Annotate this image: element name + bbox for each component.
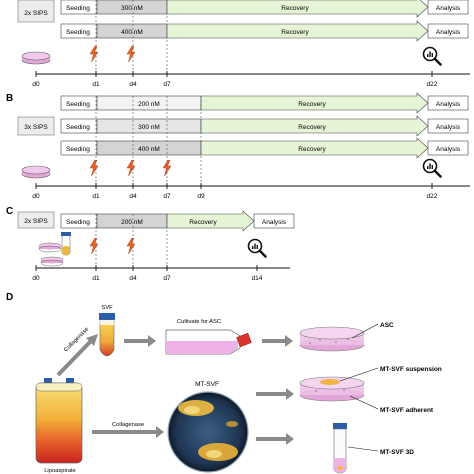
panel-b-letter: B [6,93,13,104]
panel-b-row-1-dose: 200 nM [138,101,160,108]
panel-c-seeding: Seeding [66,219,90,226]
arrow-to-3d [256,433,294,445]
panel-b-analysis-magnifier-icon [422,158,442,178]
arrow-to-svf [56,340,92,377]
panel-b-lightning-icon-d1 [89,160,99,176]
asc-dish-icon [299,326,365,352]
panel-c-day-d0: d0 [32,275,40,282]
panel-a-row-2-analysis: Analysis [436,29,461,36]
panel-c-dish-stack-icon [38,232,71,267]
mt-svf-label: MT-SVF [195,381,219,388]
lipoaspirate-container-icon [35,378,83,464]
panel-a: 2x SIPS Seeding 300 nM Recovery Analysis… [17,0,470,88]
panel-b-row-2: Seeding 300 nM Recovery Analysis [60,115,469,137]
panel-c-row: Seeding 200 nM Recovery Analysis [60,210,295,232]
panel-a-row-2-dose: 400 nM [121,29,143,36]
collagenase-label-1: Collagenase [63,326,90,353]
panel-c-day-d1: d1 [92,275,100,282]
panel-a-analysis-magnifier-icon [422,46,442,66]
panel-c-day-markers [95,214,168,268]
collagenase-label-2: Collagenase [112,422,144,428]
panel-c: C 2x SIPS Seeding 200 nM Recovery Analys… [6,206,295,282]
arrow-to-mt-svf [92,426,164,438]
panel-b-lightning-icon-d4 [126,160,136,176]
panel-b-day-d22: d22 [427,193,438,200]
lipoaspirate-label: Lipoaspirate [44,468,76,474]
panel-b-day-markers [95,96,202,186]
panel-c-day-d7: d7 [163,275,171,282]
panel-a-lightning-icon-d4 [126,46,136,62]
mt-svf-dish-icon [299,376,365,402]
arrow-to-flask [124,335,156,347]
panel-b-day-d0: d0 [32,193,40,200]
panel-a-group-box [17,0,55,23]
panel-b-row-2-dose: 300 nM [138,124,160,131]
panel-b-day-d4: d4 [129,193,137,200]
panel-b-row-3-analysis: Analysis [436,146,461,153]
panel-d: D Lipoaspirate Collagenase SVF Cultivate… [6,292,442,474]
panel-b-group-box [17,116,55,136]
panel-c-letter: C [6,206,13,217]
mt-svf-suspension-label: MT-SVF suspension [380,366,442,373]
svf-tube-icon [99,313,115,357]
panel-c-recovery: Recovery [189,219,217,226]
panel-a-day-d4: d4 [129,81,137,88]
panel-a-day-d22: d22 [427,81,438,88]
panel-c-lightning-icon-d1 [89,238,99,254]
panel-b-row-3-recovery: Recovery [298,146,326,153]
panel-a-day-d7: d7 [163,81,171,88]
panel-b-row-3-seeding: Seeding [66,146,90,153]
panel-c-dose: 200 nM [121,219,143,226]
panel-c-day-d14: d14 [252,275,263,282]
panel-b: B 3x SIPS Seeding 200 nM Recovery Analys… [6,92,470,200]
panel-a-row-1-analysis: Analysis [436,5,461,12]
arrow-to-suspension [256,388,294,400]
panel-b-row-2-seeding: Seeding [66,124,90,131]
panel-b-row-1-recovery: Recovery [298,101,326,108]
panel-b-row-2-analysis: Analysis [436,124,461,131]
panel-c-group-label: 2x SIPS [24,218,48,225]
panel-a-lightning-icon-d1 [89,46,99,62]
panel-b-row-3: Seeding 400 nM Recovery Analysis [60,137,469,159]
panel-b-row-3-dose: 400 nM [138,146,160,153]
panel-b-row-1-analysis: Analysis [436,101,461,108]
panel-a-day-d0: d0 [32,81,40,88]
asc-label: ASC [380,322,394,329]
panel-c-lightning-icon-d4 [126,238,136,254]
panel-b-day-d7: d7 [163,193,171,200]
panel-c-day-d4: d4 [129,275,137,282]
panel-a-day-d1: d1 [92,81,100,88]
panel-a-row-1-seeding: Seeding [66,5,90,12]
panel-c-analysis: Analysis [262,219,287,226]
panel-c-group-box [17,211,55,229]
panel-b-row-1-seeding: Seeding [66,101,90,108]
panel-a-row-1-recovery: Recovery [281,5,309,12]
arrow-to-asc [262,335,293,347]
panel-a-row-2: Seeding 400 nM Recovery Analysis [60,20,469,42]
cultivate-label: Cultivate for ASC [177,319,221,325]
panel-a-group-label: 2x SIPS [24,10,48,17]
panel-a-row-2-recovery: Recovery [281,29,309,36]
panel-b-group-label: 3x SIPS [24,124,48,131]
mt-svf-adherent-label: MT-SVF adherent [380,407,434,414]
panel-a-row-1: Seeding 300 nM Recovery Analysis [60,0,469,18]
panel-b-row-1: Seeding 200 nM Recovery Analysis [60,92,469,114]
panel-b-day-d9: d9 [197,193,205,200]
panel-b-row-2-recovery: Recovery [298,124,326,131]
panel-d-letter: D [6,292,13,303]
mt-svf-3d-tube-icon [333,423,347,474]
cultivation-flask-icon [165,329,252,355]
mt-svf-petri-dish-image [167,391,249,473]
panel-b-day-d1: d1 [92,193,100,200]
svf-label: SVF [101,305,113,311]
panel-c-analysis-magnifier-icon [247,238,267,258]
panel-a-day-markers [95,0,168,74]
panel-a-row-1-dose: 300 nM [121,5,143,12]
panel-a-row-2-seeding: Seeding [66,29,90,36]
panel-b-dish-icon [21,165,51,179]
panel-a-dish-icon [21,51,51,65]
mt-svf-3d-label: MT-SVF 3D [380,449,414,456]
